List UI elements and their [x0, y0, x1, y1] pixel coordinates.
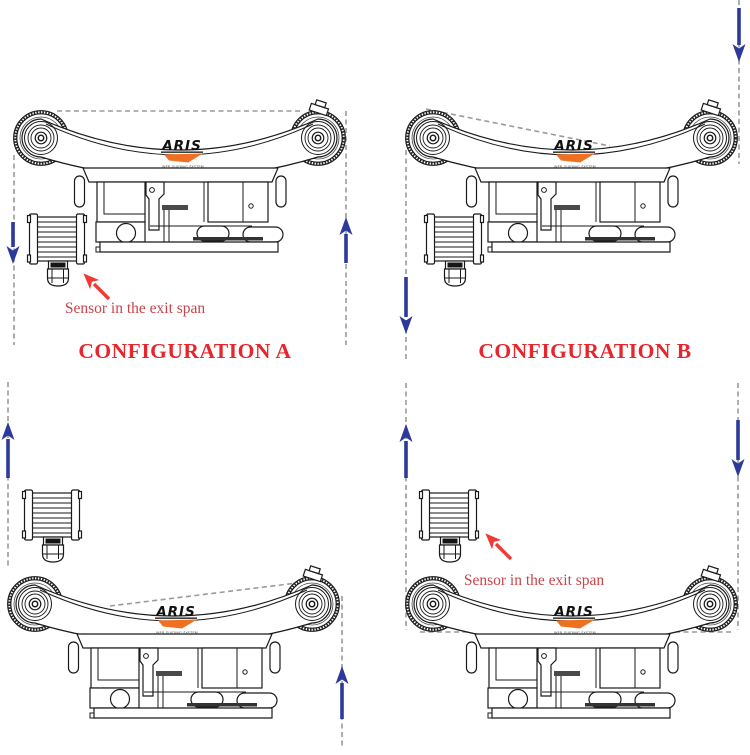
machine-c — [6, 563, 341, 720]
sensor-c — [21, 489, 83, 563]
panel-bottom-left — [1, 382, 349, 748]
sensor-a — [26, 213, 88, 287]
configuration-b-title: CONFIGURATION B — [478, 339, 691, 363]
configuration-a-title: CONFIGURATION A — [78, 339, 291, 363]
panel-configuration-a: Sensor in the exit span CONFIGURATION A — [6, 97, 353, 363]
sensor-pointer-arrow — [83, 273, 111, 301]
panel-configuration-b: CONFIGURATION B — [399, 0, 746, 363]
sensor-d — [418, 489, 480, 563]
sensor-pointer-arrow — [485, 533, 513, 561]
web-path-diagonal — [109, 581, 306, 607]
sensor-caption: Sensor in the exit span — [65, 300, 206, 317]
panel-bottom-right: Sensor in the exit span — [399, 383, 745, 720]
sensor-b — [423, 213, 485, 287]
sensor-caption: Sensor in the exit span — [464, 572, 605, 589]
